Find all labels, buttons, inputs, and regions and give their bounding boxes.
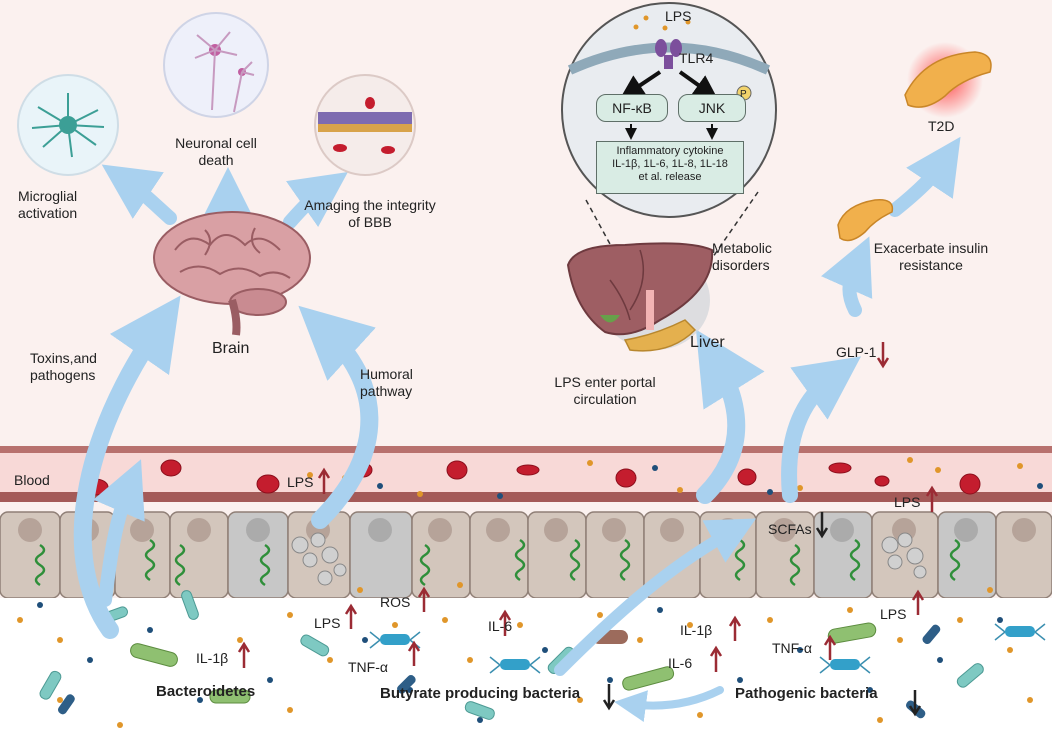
red-blood-cell-icon [81,459,981,496]
blood-label: Blood [14,472,50,488]
microglia-icon [17,74,119,176]
ros-label: ROS [380,594,411,610]
il1b-label-a: IL-1β [196,650,229,666]
phosphate-label: P [740,89,747,100]
tnf-label-a: TNF-α [348,659,388,675]
down-arrow-icon [602,342,922,717]
butyrate-label: Butyrate producing bacteria [380,685,581,702]
lps-right-label: LPS [894,494,921,510]
bacteroidetes-label: Bacteroidetes [156,683,256,700]
bbb-icon [314,74,416,176]
brain-icon [153,211,311,336]
scfas-label: SCFAs [768,521,812,537]
pancreas-icon [837,51,992,242]
neuron-icon [163,12,269,118]
cytokine-line-2: IL-1β, 1L-6, 1L-8, 1L-18 [612,158,728,170]
up-arrow-icon [237,467,939,672]
leaky-gap [291,532,927,586]
t2d-label: T2D [928,118,955,134]
liver-icon [566,242,714,352]
lps-blood-label: LPS [287,474,314,490]
lps-lumen-label-2: LPS [880,606,907,622]
glp1-label: GLP-1 [836,344,877,360]
tnf-label-b: TNF-α [772,640,812,656]
liver-label: Liver [690,334,725,351]
cytokine-line-3: et al. release [638,171,702,183]
pathway-arrows [73,136,961,722]
brain-label: Brain [212,340,250,357]
jnk-box: JNK [678,94,746,122]
tlr4-receptor-icon [655,39,682,69]
nfkb-label: NF-κB [612,100,652,116]
jnk-label: JNK [698,100,726,116]
il6-label-a: IL-6 [488,618,513,634]
il1b-label-b: IL-1β [680,622,713,638]
cytokine-box: Inflammatory cytokine IL-1β, 1L-6, 1L-8,… [596,141,744,194]
il6-label-b: IL-6 [668,655,693,671]
lps-label-top: LPS [665,8,692,24]
molecule-dots [17,457,1043,728]
pathogenic-label: Pathogenic bacteria [735,685,878,702]
bacteria-icon [39,590,1046,720]
cytokine-line-1: Inflammatory cytokine [616,145,724,157]
nfkb-box: NF-κB [596,94,668,122]
lps-lumen-label-1: LPS [314,615,341,631]
tlr4-label: TLR4 [679,50,714,66]
